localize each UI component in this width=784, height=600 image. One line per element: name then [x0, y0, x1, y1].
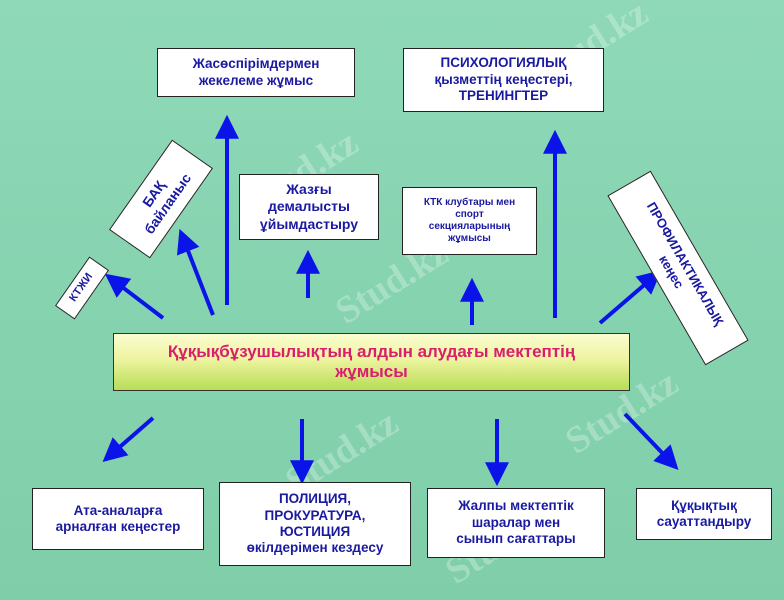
box-clubs-label: КТК клубтары мен спорт секцияларының жұм…: [423, 196, 516, 245]
box-legal: Құқықтық сауаттандыру: [636, 488, 772, 540]
center-box-label: Құқықбұзушылықтың алдын алудағы мектепті…: [167, 341, 576, 381]
arrow-to-ktizhi: [104, 273, 165, 320]
box-police: ПОЛИЦИЯ, ПРОКУРАТУРА, ЮСТИЦИЯ өкілдеріме…: [219, 482, 411, 566]
box-school-events-label: Жалпы мектептік шаралар мен сынып сағатт…: [456, 498, 576, 547]
arrow-to-media: [177, 228, 215, 316]
box-summer-rest: Жазғы демалысты ұйымдастыру: [239, 174, 379, 240]
box-legal-label: Құқықтық сауаттандыру: [656, 497, 752, 529]
box-individual-work: Жасөспірімдермен жекелеме жұмыс: [157, 48, 355, 97]
box-individual-work-label: Жасөспірімдермен жекелеме жұмыс: [192, 56, 320, 88]
box-parents: Ата-аналарға арналған кеңестер: [32, 488, 204, 550]
arrow-to-legal: [623, 412, 679, 470]
arrow-to-parents: [102, 416, 155, 462]
box-clubs: КТК клубтары мен спорт секцияларының жұм…: [402, 187, 537, 255]
box-police-label: ПОЛИЦИЯ, ПРОКУРАТУРА, ЮСТИЦИЯ өкілдеріме…: [246, 491, 384, 556]
arrow-to-prevention: [598, 270, 662, 325]
center-box: Құқықбұзушылықтың алдын алудағы мектепті…: [113, 333, 630, 391]
box-psychology: ПСИХОЛОГИЯЛЫҚ қызметтің кеңестері, ТРЕНИ…: [403, 48, 604, 112]
box-summer-rest-label: Жазғы демалысты ұйымдастыру: [259, 181, 359, 232]
box-psychology-label: ПСИХОЛОГИЯЛЫҚ қызметтің кеңестері, ТРЕНИ…: [434, 55, 573, 104]
box-school-events: Жалпы мектептік шаралар мен сынып сағатт…: [427, 488, 605, 558]
box-parents-label: Ата-аналарға арналған кеңестер: [55, 502, 181, 534]
